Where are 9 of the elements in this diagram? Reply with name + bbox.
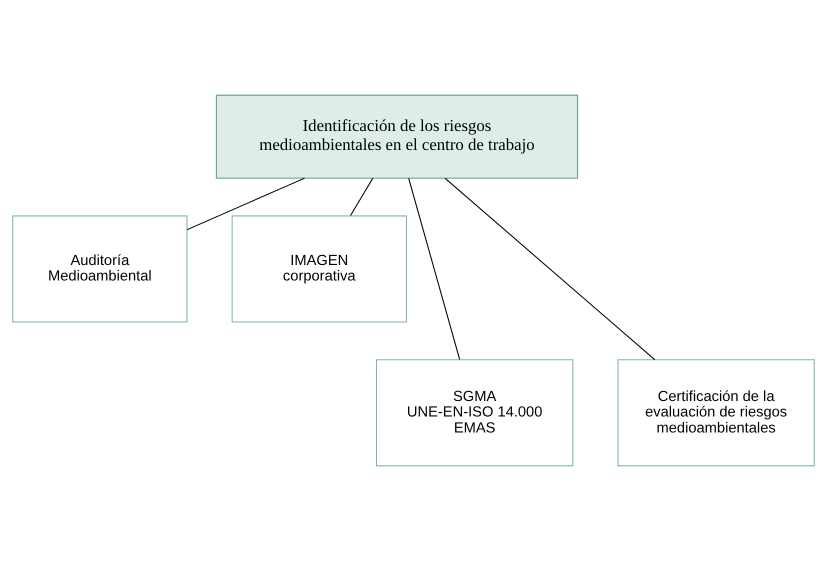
node-box: Identificación de los riesgos medioambientales en el centro de trabajo [216, 94, 578, 179]
connector [350, 178, 374, 216]
connector [408, 178, 460, 360]
connector [186, 178, 305, 230]
node-box: Certificación de la evaluación de riesgos medioambientales [617, 359, 815, 466]
node-box: Auditoría Medioambiental [12, 215, 188, 322]
connector [444, 178, 656, 360]
node-box: IMAGEN corporativa [232, 215, 407, 322]
node-box: SGMA UNE-EN-ISO 14.000 EMAS [376, 359, 574, 466]
